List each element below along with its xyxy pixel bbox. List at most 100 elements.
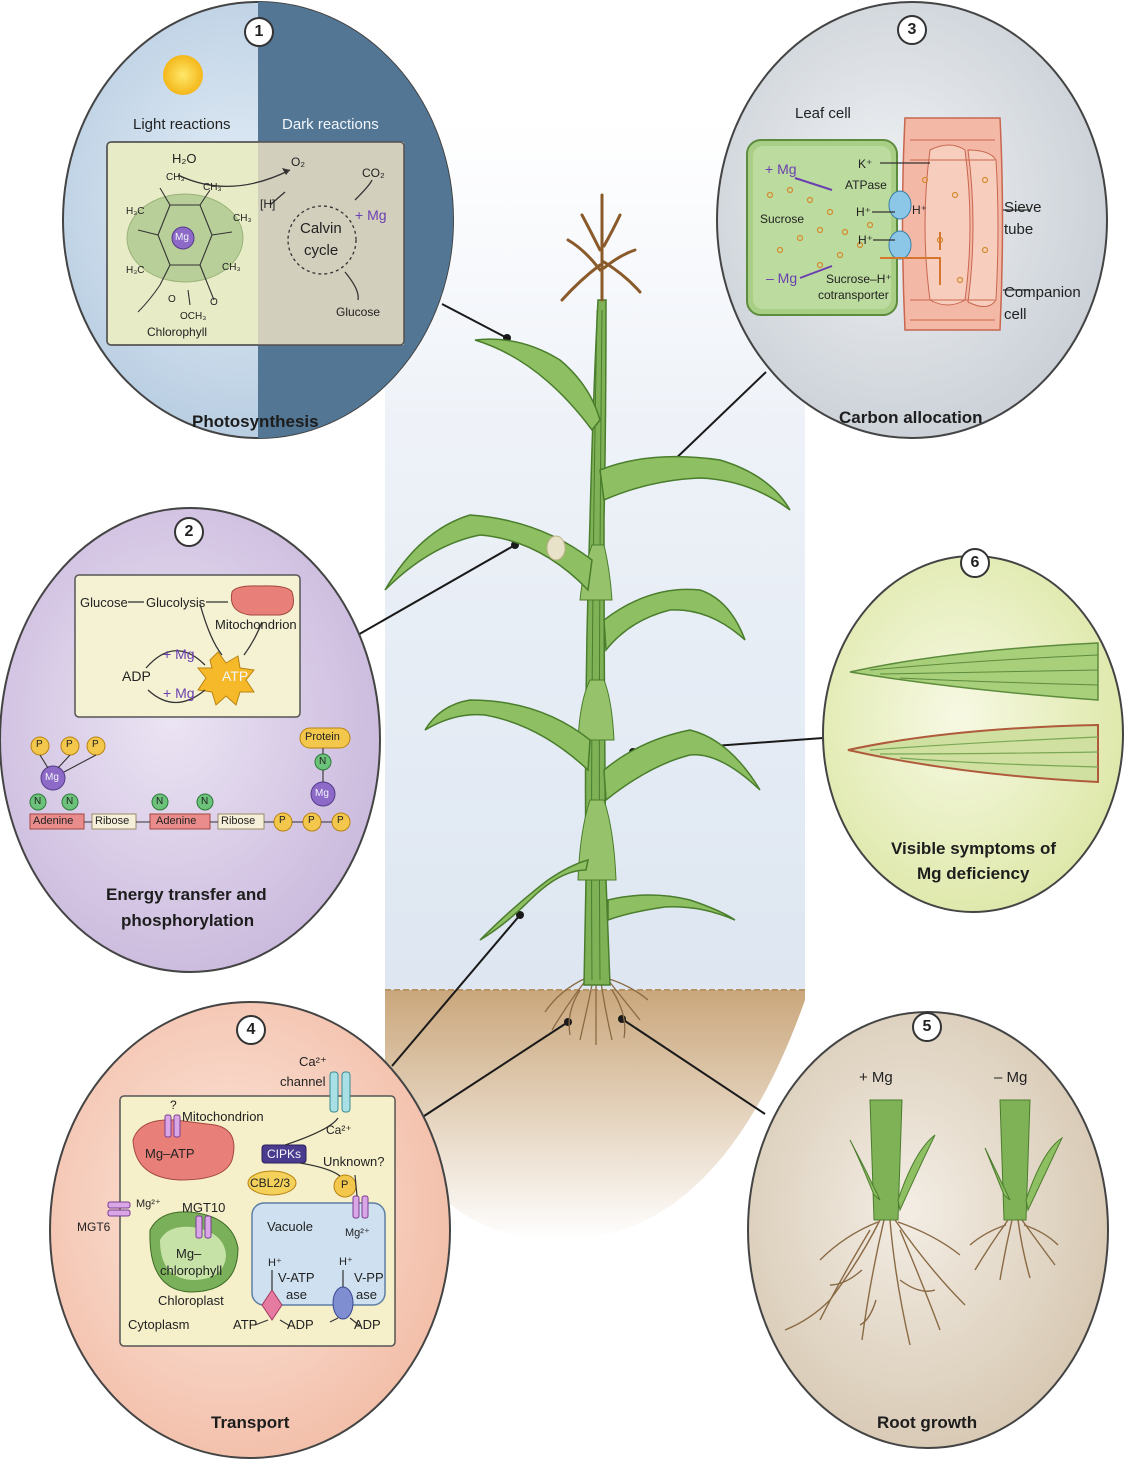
mg-ion-left: Mg (45, 772, 59, 783)
h3c-label-b: H₃C (126, 265, 145, 276)
phosphate-4: P (279, 815, 286, 826)
cotransporter-label-1: Sucrose–H⁺ (826, 272, 892, 286)
n-label-3: N (156, 796, 164, 807)
panel-2-number: 2 (174, 517, 204, 547)
panel-1-number: 1 (244, 17, 274, 47)
energy-title-line-2: phosphorylation (121, 911, 255, 930)
ch3-label-c: CH₃ (233, 213, 252, 224)
atp-label: ATP (233, 1317, 258, 1332)
glucose-label: Glucose (336, 305, 381, 319)
phosphorylation-scheme (29, 727, 351, 832)
phosphate-3: P (92, 739, 99, 750)
phosphate-2: P (66, 739, 73, 750)
mitochondrion-label: Mitochondrion (215, 617, 297, 632)
plus-mg-label-1: + Mg (163, 646, 195, 662)
phosphate-1: P (36, 739, 43, 750)
adenine-label-1: Adenine (33, 815, 74, 827)
unknown-label: Unknown? (323, 1154, 385, 1169)
chlorophyll-mg-label: Mg (175, 232, 189, 243)
o-label-b: O (210, 297, 218, 308)
phosphate-label: P (341, 1179, 349, 1191)
h-plus-b: H⁺ (339, 1256, 353, 1268)
n-label-1: N (34, 796, 42, 807)
leaf-cell-label: Leaf cell (795, 105, 851, 122)
minus-mg-label: – Mg (766, 270, 798, 286)
companion-cell-label-1: Companion (1004, 284, 1081, 301)
soil (385, 990, 805, 1240)
protein-label: Protein (305, 731, 340, 743)
cotransporter-label-2: cotransporter (818, 288, 889, 302)
ca-inside-label: Ca²⁺ (326, 1123, 352, 1137)
h3c-label-a: H₃C (126, 206, 145, 217)
mg-chlorophyll-label-1: Mg– (176, 1246, 202, 1261)
roots-minus-mg (969, 1219, 1059, 1281)
photosynthesis-title: Photosynthesis (192, 412, 319, 431)
mg-ion-right: Mg (315, 788, 329, 799)
ca-channel-label-1: Ca²⁺ (299, 1054, 327, 1069)
vacuole-label: Vacuole (267, 1219, 314, 1234)
n-label-2: N (66, 796, 74, 807)
ch3-label-b: CH₃ (203, 182, 222, 193)
cbl-label: CBL2/3 (250, 1176, 291, 1190)
plus-mg-label-2: + Mg (163, 685, 195, 701)
sieve-tube-label-2: tube (1004, 221, 1034, 238)
panel-5-number: 5 (912, 1012, 942, 1042)
mg2-label: Mg²⁺ (136, 1198, 161, 1210)
maize-plant (384, 193, 791, 1045)
panel-energy (0, 507, 381, 973)
mgt10-label: MGT10 (182, 1200, 226, 1215)
panel-3-number: 3 (897, 15, 927, 45)
plus-mg-label: + Mg (355, 207, 387, 223)
ribose-label-1: Ribose (95, 815, 130, 827)
panel-6-number: 6 (960, 548, 990, 578)
phosphate-5: P (308, 815, 315, 826)
co2-label: CO₂ (362, 166, 385, 180)
adp-label-1: ADP (287, 1317, 314, 1332)
n-label-4: N (201, 796, 209, 807)
panel-transport (49, 1001, 451, 1459)
cycle-label: cycle (304, 242, 339, 259)
ca-channel-label-2: channel (280, 1074, 326, 1089)
h-plus-a: H⁺ (268, 1257, 282, 1269)
och3-label: OCH₃ (180, 311, 207, 322)
companion-cell-label-2: cell (1004, 306, 1027, 323)
v-ppase-label-2: ase (356, 1287, 377, 1302)
energy-title-line-1: Energy transfer and (106, 885, 267, 904)
phosphate-6: P (337, 815, 344, 826)
o2-label: O₂ (291, 155, 305, 169)
v-ppase-label-1: V-PP (354, 1270, 384, 1285)
cipks-label: CIPKs (267, 1147, 302, 1161)
mitochondrion-label: Mitochondrion (182, 1109, 264, 1124)
symptoms-title-line-1: Visible symptoms of (891, 839, 1057, 858)
panel-symptoms (822, 555, 1124, 913)
h2o-label: H₂O (172, 151, 197, 166)
h-plus-3: H⁺ (858, 233, 873, 247)
plus-mg-label: + Mg (859, 1069, 893, 1086)
chloroplast-label: Chloroplast (158, 1293, 224, 1308)
panel-carbon (716, 1, 1108, 439)
question-mark: ? (170, 1098, 177, 1112)
chlorophyll-label: Chlorophyll (147, 325, 208, 339)
glycolysis-label: Glucolysis (146, 595, 206, 610)
symptoms-title-line-2: Mg deficiency (917, 864, 1030, 883)
mg-atp-label: Mg–ATP (145, 1146, 195, 1161)
v-atpase-label-1: V-ATP (278, 1270, 315, 1285)
ribose-label-2: Ribose (221, 815, 256, 827)
plus-mg-label: + Mg (765, 161, 797, 177)
o-label-a: O (168, 294, 176, 305)
adp-label: ADP (122, 668, 151, 684)
panel-root-growth (747, 1011, 1109, 1449)
h-plus-1: H⁺ (856, 205, 871, 219)
mg-chlorophyll-label-2: chlorophyll (160, 1263, 223, 1278)
calvin-label: Calvin (300, 220, 342, 237)
ch3-label-d: CH₃ (222, 262, 241, 273)
v-atpase-label-2: ase (286, 1287, 307, 1302)
light-reactions-label: Light reactions (133, 116, 231, 133)
plant-leaves (384, 338, 791, 941)
k-label: K⁺ (858, 157, 873, 171)
adenine-label-2: Adenine (156, 815, 197, 827)
glucose-label: Glucose (80, 595, 128, 610)
sieve-tube-label-1: Sieve (1004, 199, 1042, 216)
minus-mg-label: – Mg (994, 1069, 1028, 1086)
